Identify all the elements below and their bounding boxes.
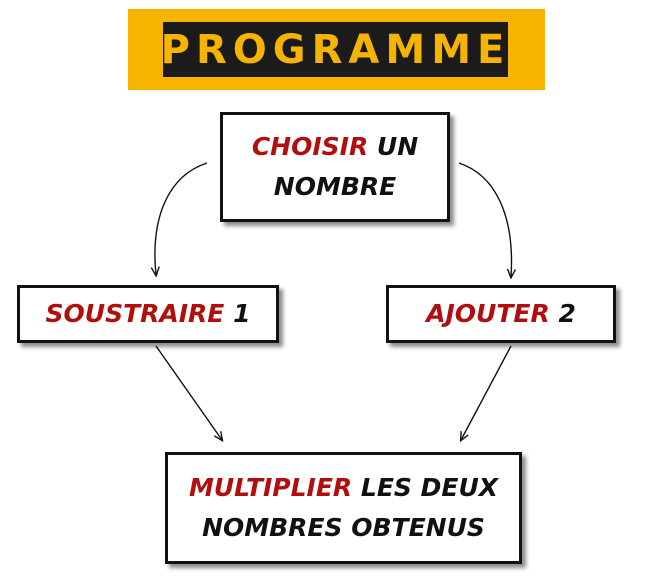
arrow-subtract-to-multiply xyxy=(155,345,222,440)
step-add-rest: 2 xyxy=(549,299,576,328)
step-choose-rest: UN xyxy=(368,132,419,161)
step-add-keyword: AJOUTER xyxy=(426,299,550,328)
step-choose-line2: NOMBRE xyxy=(273,172,397,201)
arrow-choose-to-subtract xyxy=(155,162,208,275)
step-choose-number: CHOISIR UN NOMBRE xyxy=(220,112,450,222)
title-banner: PROGRAMME xyxy=(128,9,545,90)
step-subtract-keyword: SOUSTRAIRE xyxy=(45,299,225,328)
step-choose-keyword: CHOISIR xyxy=(251,132,369,161)
step-add: AJOUTER 2 xyxy=(386,285,616,343)
title-plate: PROGRAMME xyxy=(160,22,511,77)
step-multiply-line2: NOMBRES OBTENUS xyxy=(202,513,485,542)
step-multiply-keyword: MULTIPLIER xyxy=(188,473,353,502)
arrow-add-to-multiply xyxy=(461,345,512,440)
step-subtract-rest: 1 xyxy=(224,299,251,328)
arrow-choose-to-add xyxy=(458,162,512,277)
step-multiply-rest: LES DEUX xyxy=(352,473,499,502)
step-multiply: MULTIPLIER LES DEUX NOMBRES OBTENUS xyxy=(165,452,522,564)
step-subtract: SOUSTRAIRE 1 xyxy=(17,285,279,343)
diagram-title: PROGRAMME xyxy=(160,26,511,73)
